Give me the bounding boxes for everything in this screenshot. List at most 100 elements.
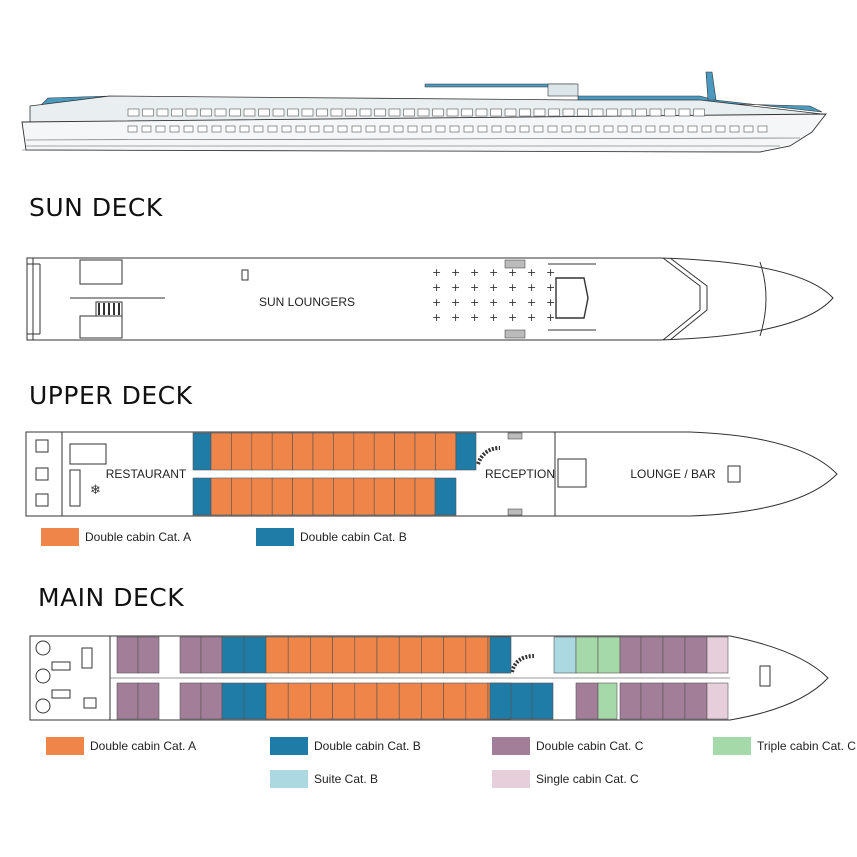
ship-window (533, 108, 546, 117)
ship-window (239, 125, 250, 133)
ship-window (388, 108, 401, 117)
main-deck-title: MAIN DECK (38, 583, 185, 612)
sun-lounger-icon: + (546, 266, 555, 279)
ship-window (548, 108, 560, 117)
cabin-double-b (243, 636, 267, 674)
legend-swatch (46, 737, 84, 755)
cabin-double-b (455, 432, 477, 471)
ship-window (183, 125, 194, 133)
legend-label: Double cabin Cat. B (314, 739, 421, 753)
ship-window (197, 125, 208, 133)
upper-deck-outline: ❄ (25, 431, 838, 517)
ship-window (577, 108, 589, 117)
sun-deck-title: SUN DECK (29, 193, 163, 222)
cabin-double-a (310, 636, 333, 674)
legend-item: Double cabin Cat. A (41, 528, 191, 546)
lounge-bar-label: LOUNGE / BAR (630, 467, 716, 481)
cabin-double-c (662, 682, 686, 720)
sun-lounger-grid: ++++++++++++++++++++++++++++ (432, 266, 555, 324)
cabin-double-a (353, 432, 375, 471)
cabin-double-b (531, 682, 554, 720)
legend-swatch (270, 770, 308, 788)
cabin-double-a (465, 682, 489, 720)
restaurant-label: RESTAURANT (106, 467, 187, 481)
cabin-suite-b (553, 636, 577, 674)
ship-window (475, 108, 488, 117)
ship-window (337, 125, 348, 133)
ship-window (620, 108, 633, 117)
ship-window (171, 108, 183, 117)
sun-lounger-icon: + (489, 281, 498, 294)
cabin-single-c (706, 682, 729, 720)
cabin-double-c (137, 682, 160, 720)
cabin-double-c (619, 682, 642, 720)
ship-window (463, 125, 474, 133)
ship-window (504, 108, 517, 117)
ship-window (316, 108, 328, 117)
cabin-double-a (376, 636, 400, 674)
cabin-double-a (231, 477, 253, 516)
legend-label: Double cabin Cat. C (536, 739, 644, 753)
cabin-double-c (662, 636, 686, 674)
legend-label: Double cabin Cat. B (300, 530, 407, 544)
ship-window (407, 125, 418, 133)
cabin-double-a (465, 636, 489, 674)
cabin-double-c (575, 682, 599, 720)
reception-label: RECEPTION (485, 467, 555, 481)
ship-window (449, 125, 460, 133)
ship-window (267, 125, 278, 133)
cabin-double-c (200, 682, 223, 720)
sun-lounger-icon: + (489, 311, 498, 324)
ship-window (617, 125, 628, 133)
cabin-double-a (421, 636, 444, 674)
main-deck-outline (29, 635, 829, 721)
cabin-double-a (332, 682, 356, 720)
legend-swatch (492, 770, 530, 788)
sun-deck-outline (26, 257, 834, 341)
sun-lounger-icon: + (508, 266, 517, 279)
ship-window (295, 125, 306, 133)
legend-item: Double cabin Cat. C (492, 737, 643, 755)
ship-window (330, 108, 343, 117)
ship-window (635, 108, 647, 117)
cabin-double-b (489, 636, 512, 674)
legend-swatch (41, 528, 79, 546)
ship-window (435, 125, 446, 133)
sun-lounger-icon: + (470, 296, 479, 309)
cabin-double-a (354, 636, 378, 674)
ship-window (715, 125, 726, 133)
sun-lounger-icon: + (527, 266, 536, 279)
legend-item: Single cabin Cat. C (492, 770, 639, 788)
ship-window (461, 108, 473, 117)
ship-window (561, 125, 572, 133)
legend-label: Double cabin Cat. A (85, 530, 192, 544)
ship-window (421, 125, 432, 133)
ship-window (323, 125, 334, 133)
upper-deck-title: UPPER DECK (29, 381, 193, 410)
cabin-double-a (265, 636, 289, 674)
sun-lounger-icon: + (432, 311, 441, 324)
ship-window (253, 125, 264, 133)
ship-window (687, 125, 698, 133)
sun-lounger-icon: + (470, 311, 479, 324)
ship-window (547, 125, 558, 133)
ship-window (645, 125, 656, 133)
ship-window (185, 108, 198, 117)
cabin-triple-c (597, 636, 621, 674)
legend-item: Double cabin Cat. A (46, 737, 196, 755)
cabin-double-a (265, 682, 289, 720)
ship-window (743, 125, 754, 133)
legend-swatch (713, 737, 751, 755)
cabin-double-a (443, 682, 467, 720)
ship-window (287, 108, 299, 117)
ship-window (229, 108, 241, 117)
legend-swatch (492, 737, 530, 755)
ship-window (272, 108, 285, 117)
cabin-double-b (221, 636, 245, 674)
ship-window (589, 125, 600, 133)
cabin-triple-c (575, 636, 599, 674)
cabin-double-a (398, 682, 422, 720)
sun-lounger-icon: + (527, 311, 536, 324)
legend-item: Double cabin Cat. B (256, 528, 407, 546)
ship-window (214, 108, 227, 117)
